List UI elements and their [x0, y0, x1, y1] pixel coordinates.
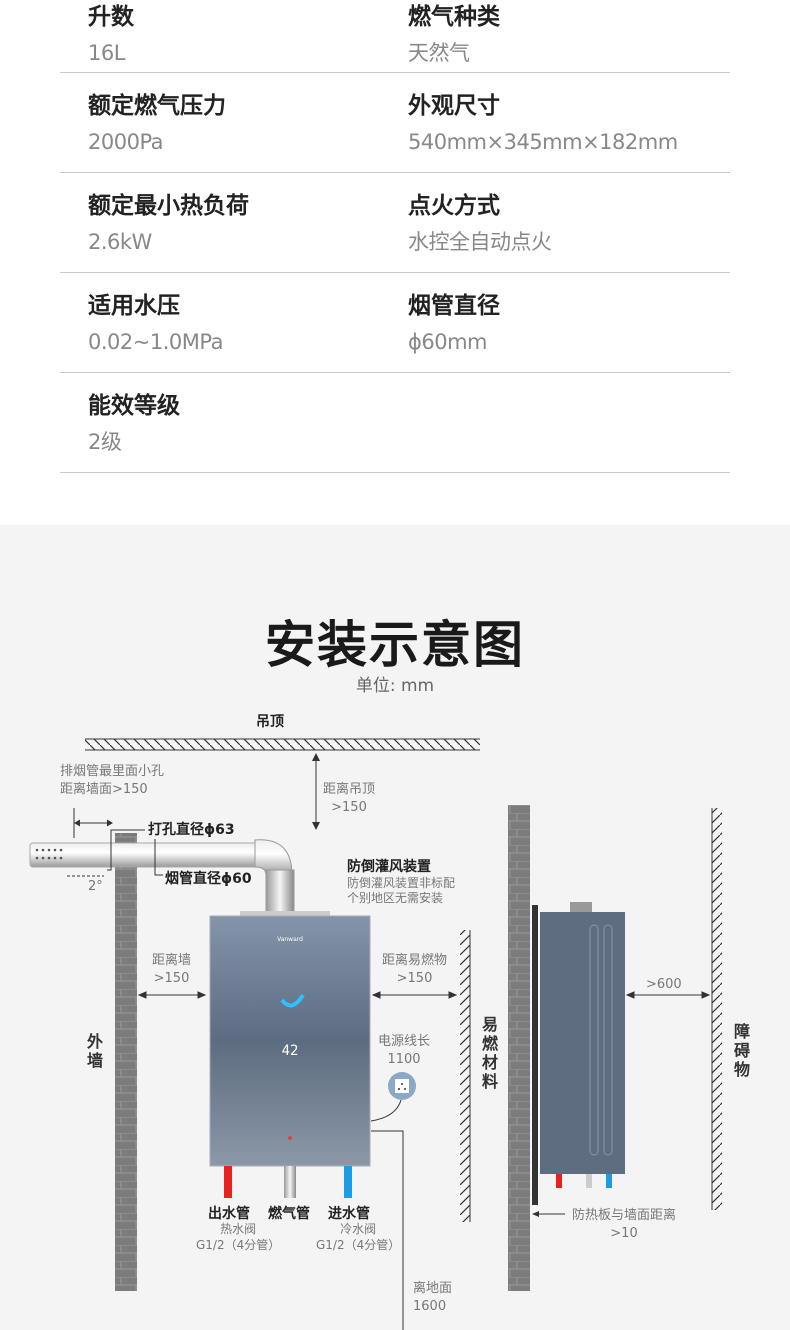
obstacle-hatch	[712, 808, 722, 1210]
outer-wall-bricks	[115, 833, 137, 1291]
spec-label: 外观尺寸	[408, 93, 500, 119]
drill-diameter: 打孔直径ϕ63	[148, 822, 235, 838]
spec-row: 额定燃气压力 2000Pa 外观尺寸 540mm×345mm×182mm	[60, 73, 730, 173]
diagram-unit: 单位: mm	[355, 676, 435, 696]
flammable-distance: 距离易燃物>150	[382, 953, 448, 986]
spec-label: 点火方式	[408, 193, 500, 219]
display-temperature: 42	[282, 1043, 299, 1059]
svg-text:Vanward: Vanward	[277, 936, 303, 943]
ceiling-hatch	[85, 738, 480, 751]
obstacle-distance-arrow	[625, 991, 711, 999]
spec-row: 能效等级 2级	[60, 373, 730, 473]
diagram-graphics: Vanward 42	[29, 738, 722, 1330]
spec-label: 适用水压	[88, 293, 180, 319]
ceiling-distance-arrow	[312, 753, 320, 830]
side-wall-bricks	[508, 805, 530, 1291]
spec-label: 额定燃气压力	[88, 93, 226, 119]
spec-value: 540mm×345mm×182mm	[408, 130, 678, 154]
spec-row: 升数 16L 燃气种类天然气	[60, 0, 730, 73]
ceiling-distance: 距离吊顶>150	[323, 782, 376, 815]
flammable-material-hatch	[460, 930, 470, 1222]
spec-row: 适用水压 0.02~1.0MPa 烟管直径 ϕ60mm	[60, 273, 730, 373]
spec-table: 升数 16L 燃气种类天然气 额定燃气压力 2000Pa 外观尺寸 540mm×345…	[0, 0, 790, 525]
installation-diagram: 安装示意图 单位: mm Vanward 42	[0, 525, 790, 1330]
spec-value: 天然气	[408, 41, 470, 65]
wall-distance-arrow	[137, 991, 207, 999]
anti-wind-title: 防倒灌风装置	[347, 859, 431, 875]
outer-wall-label: 外墙	[86, 1032, 103, 1070]
wall-distance: 距离墙>150	[152, 953, 192, 986]
floor-distance-line	[371, 1130, 404, 1330]
water-heater-side	[540, 902, 625, 1188]
gas-pipe	[284, 1166, 296, 1198]
spec-label: 燃气种类	[408, 4, 500, 30]
cold-water-pipe	[344, 1166, 352, 1198]
flue-dimension-lines	[67, 808, 163, 877]
spec-label: 升数	[88, 4, 134, 30]
spec-label: 额定最小热负荷	[88, 193, 249, 219]
spec-row: 额定最小热负荷 2.6kW 点火方式水控全自动点火	[60, 173, 730, 273]
obstacle-distance: >600	[646, 977, 682, 992]
diagram-title: 安装示意图	[265, 616, 525, 674]
power-socket-icon	[388, 1072, 416, 1100]
spec-label: 烟管直径	[408, 293, 500, 319]
spec-value: 2.6kW	[88, 230, 152, 254]
spec-value: 水控全自动点火	[408, 230, 552, 254]
inlet-pipe-label: 进水管	[328, 1206, 370, 1222]
flammable-material-label: 易燃材料	[481, 1015, 498, 1091]
outlet-pipe-label: 出水管	[208, 1206, 250, 1222]
spec-value: 16L	[88, 41, 125, 65]
flue-pipe	[29, 839, 295, 919]
gas-pipe-label: 燃气管	[268, 1206, 310, 1222]
water-heater-front: Vanward 42	[209, 911, 371, 1167]
flue-diameter: 烟管直径ϕ60	[165, 871, 252, 887]
heat-shield-board	[532, 905, 538, 1205]
flammable-distance-arrow	[371, 991, 458, 999]
pipe-hole-note: 排烟管最里面小孔距离墙面>150	[60, 764, 165, 797]
hot-water-pipe	[224, 1166, 232, 1198]
spec-value: 2000Pa	[88, 130, 164, 154]
spec-label: 能效等级	[88, 393, 180, 419]
anti-wind-note: 防倒灌风装置非标配个别地区无需安装	[347, 876, 456, 905]
ceiling-label: 吊顶	[256, 714, 284, 730]
spec-value: 0.02~1.0MPa	[88, 330, 223, 354]
angle-label: 2°	[88, 879, 103, 894]
heat-shield-distance: 防热板与墙面距离>10	[572, 1208, 677, 1241]
spec-value: ϕ60mm	[408, 330, 488, 354]
obstacle-label: 障碍物	[733, 1022, 750, 1079]
spec-value: 2级	[88, 430, 122, 454]
